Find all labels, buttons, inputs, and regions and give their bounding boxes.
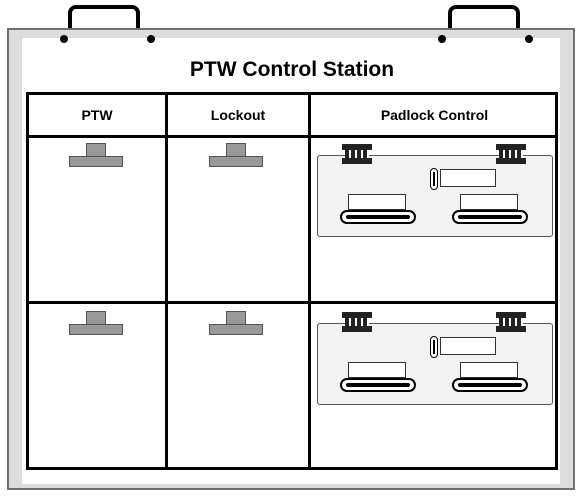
padlock-label-slot (440, 337, 496, 355)
mounting-screw-icon (60, 35, 68, 43)
hinge-icon (342, 312, 372, 334)
padlock-tray-icon (452, 378, 528, 392)
permit-hook-icon (69, 311, 123, 335)
padlock-tray-icon (452, 210, 528, 224)
hinge-icon (496, 144, 526, 166)
board-panel (22, 38, 560, 484)
padlock-label-slot (348, 362, 406, 378)
column-header-ptw: PTW (81, 107, 113, 123)
padlock-label-slot (460, 194, 518, 210)
header-divider (29, 135, 555, 138)
padlock-label-slot (348, 194, 406, 210)
left-carry-handle (68, 5, 140, 35)
station-grid: PTW Lockout Padlock Control (26, 92, 558, 470)
key-slot-icon (430, 168, 438, 190)
padlock-label-slot (440, 169, 496, 187)
padlock-tray-icon (340, 378, 416, 392)
key-slot-icon (430, 336, 438, 358)
lockout-hook-icon (209, 311, 263, 335)
mounting-screw-icon (525, 35, 533, 43)
station-title: PTW Control Station (189, 58, 395, 81)
padlock-box (317, 312, 553, 405)
permit-hook-icon (69, 143, 123, 167)
lockout-hook-icon (209, 143, 263, 167)
padlock-tray-icon (340, 210, 416, 224)
hinge-icon (342, 144, 372, 166)
column-divider (308, 95, 311, 467)
column-divider (165, 95, 168, 467)
hinge-icon (496, 312, 526, 334)
padlock-label-slot (460, 362, 518, 378)
mounting-screw-icon (147, 35, 155, 43)
padlock-box (317, 144, 553, 237)
control-station-board (7, 28, 575, 490)
column-header-padlock-control: Padlock Control (380, 107, 489, 123)
column-header-lockout: Lockout (210, 107, 266, 123)
row-divider (29, 301, 555, 304)
right-carry-handle (448, 5, 520, 35)
mounting-screw-icon (438, 35, 446, 43)
